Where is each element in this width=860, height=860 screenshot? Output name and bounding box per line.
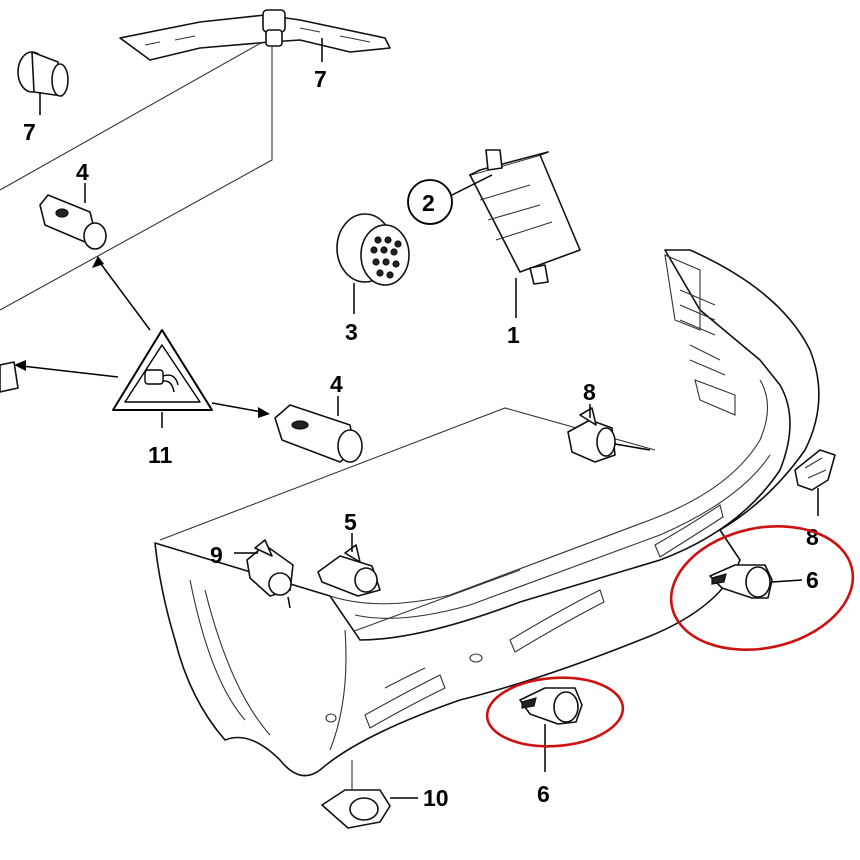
highlight-circle-right	[669, 524, 855, 652]
part-1-control-module: 1	[469, 149, 581, 348]
callout-8a: 8	[806, 524, 819, 550]
part-2-circled-callout: 2	[407, 174, 493, 225]
callout-7a: 8	[583, 379, 596, 405]
rear-bumper-cover	[154, 249, 820, 777]
part-7-holder-left: 9	[210, 539, 294, 609]
callout-7b: 9	[210, 542, 223, 568]
callout-6b: 6	[537, 781, 550, 807]
reference-lines	[0, 34, 656, 641]
part-6-bezel-lower: 6	[485, 676, 625, 807]
part-8-trim-lower: 10	[321, 760, 449, 829]
callout-5: 5	[344, 509, 357, 535]
part-4-sensor-upper: 4	[39, 159, 107, 250]
callout-2: 2	[422, 190, 435, 216]
callout-4b: 4	[330, 371, 343, 397]
part-3-connector: 3	[336, 213, 410, 345]
connector-pins	[370, 236, 402, 279]
part-7-holder-upper: 8	[567, 379, 651, 463]
part-5-holder: 5	[317, 509, 381, 597]
highlight-circle-lower	[485, 676, 625, 748]
sensor-warning-icon	[144, 369, 179, 393]
callout-10: 7	[23, 119, 36, 145]
callout-3: 3	[345, 319, 358, 345]
callout-1: 1	[507, 322, 520, 348]
callout-6a: 6	[806, 567, 819, 593]
part-11-warning-label: 11	[14, 256, 270, 468]
callout-9: 7	[314, 66, 327, 92]
part-8-trim-right: 8	[794, 449, 836, 550]
callout-11: 11	[148, 442, 173, 468]
part-4-sensor-middle: 4	[274, 371, 363, 463]
callout-4a: 4	[76, 159, 89, 185]
part-10-grommet: 7	[17, 51, 69, 145]
partial-sensor-left-edge	[0, 361, 19, 393]
part-6-bezel-right: 6	[669, 524, 855, 652]
part-9-bracket: 7	[119, 9, 391, 92]
callout-8b: 10	[423, 785, 449, 811]
